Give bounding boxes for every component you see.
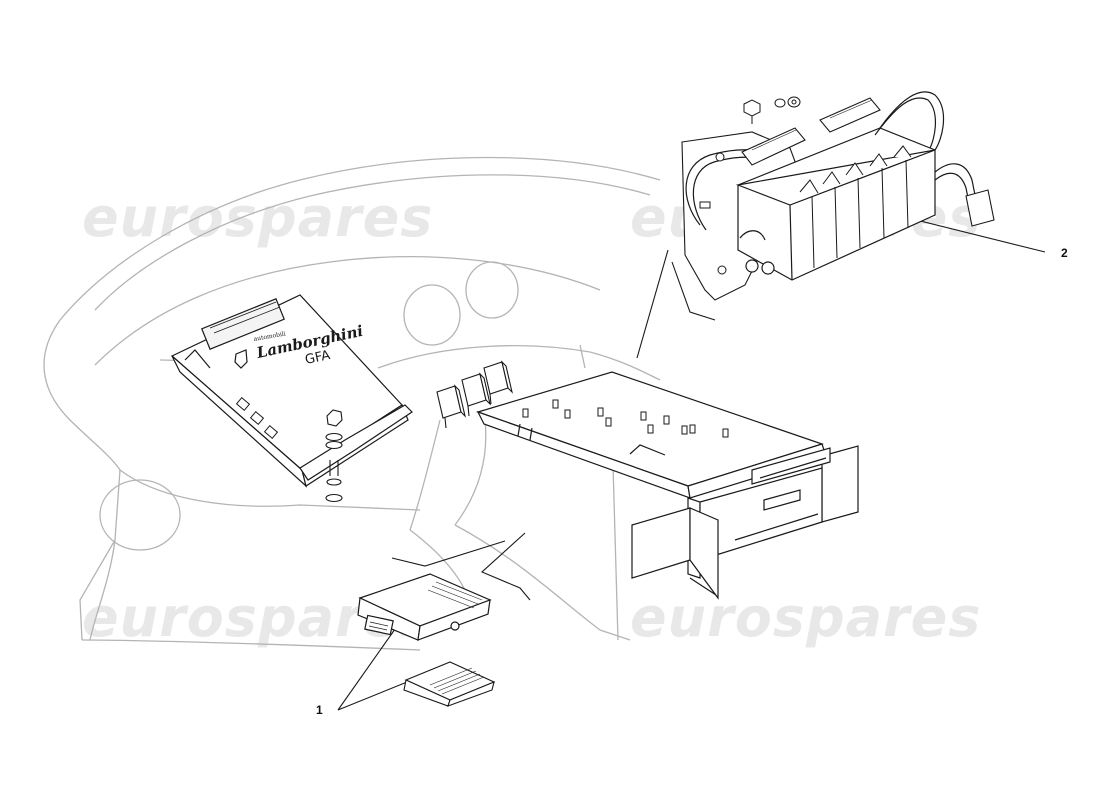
mounting-bracket xyxy=(476,371,859,600)
memory-chip xyxy=(403,661,496,707)
bracket-studs xyxy=(522,399,729,438)
callout-2-label: 2 xyxy=(1061,246,1068,260)
relay-group xyxy=(436,360,513,429)
callout-1-label: 1 xyxy=(316,703,323,717)
control-module-box xyxy=(357,573,492,641)
airbag-fasteners xyxy=(699,96,801,275)
dashboard-outline xyxy=(43,156,661,651)
ecu-gfa-unit xyxy=(170,294,413,488)
logo-model-text: GFA xyxy=(304,348,332,368)
airbag-connectors xyxy=(741,97,995,227)
fastener-stack xyxy=(325,409,343,503)
